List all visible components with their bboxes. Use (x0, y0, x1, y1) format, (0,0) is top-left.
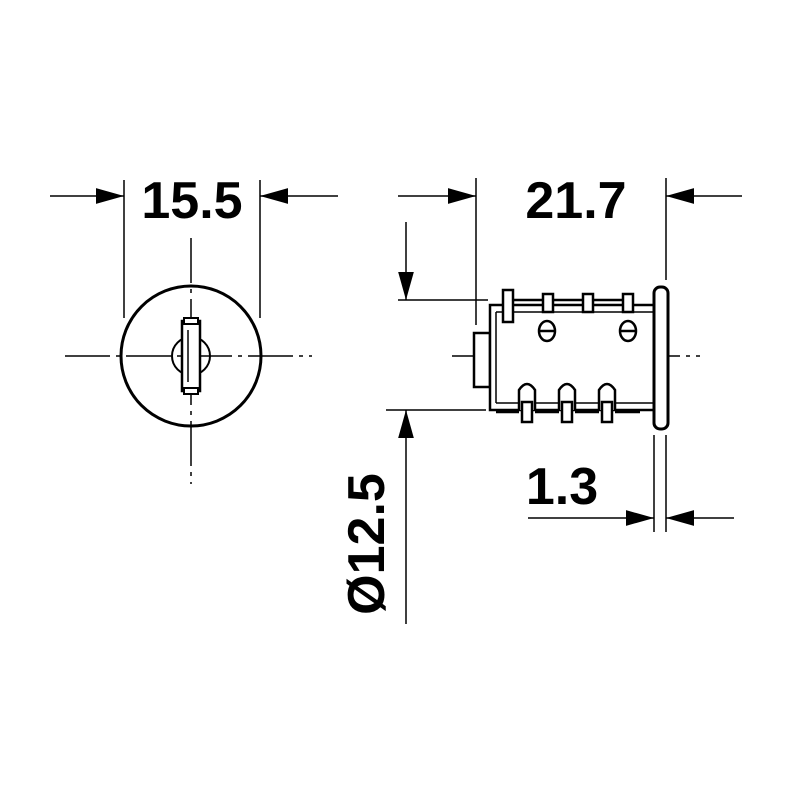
diameter-label: Ø12.5 (338, 473, 396, 615)
keyway-slot (180, 319, 202, 393)
pin-hole (618, 319, 638, 343)
top-pin (621, 292, 635, 314)
bottom-pin-shank (520, 400, 534, 424)
cylinder-face-circle (119, 284, 263, 428)
length-label: 21.7 (525, 172, 626, 230)
rear-stub (472, 331, 492, 389)
keyway-slot-top (183, 317, 199, 325)
bottom-pin-shank (560, 400, 574, 424)
top-tumbler-pins (501, 288, 635, 324)
bottom-tumbler-pins (496, 382, 640, 424)
side-view (386, 178, 742, 624)
top-pin (581, 292, 595, 314)
keyway-slot-bottom (183, 387, 199, 395)
front-view (50, 180, 338, 484)
pin-holes (537, 319, 638, 343)
flange-thickness-label: 1.3 (526, 458, 598, 516)
top-pin (501, 288, 515, 324)
pin-hole (537, 319, 557, 343)
bottom-pin-shank (600, 400, 614, 424)
front-flange (652, 285, 670, 431)
top-pin (541, 292, 555, 314)
front-width-label: 15.5 (141, 172, 242, 230)
